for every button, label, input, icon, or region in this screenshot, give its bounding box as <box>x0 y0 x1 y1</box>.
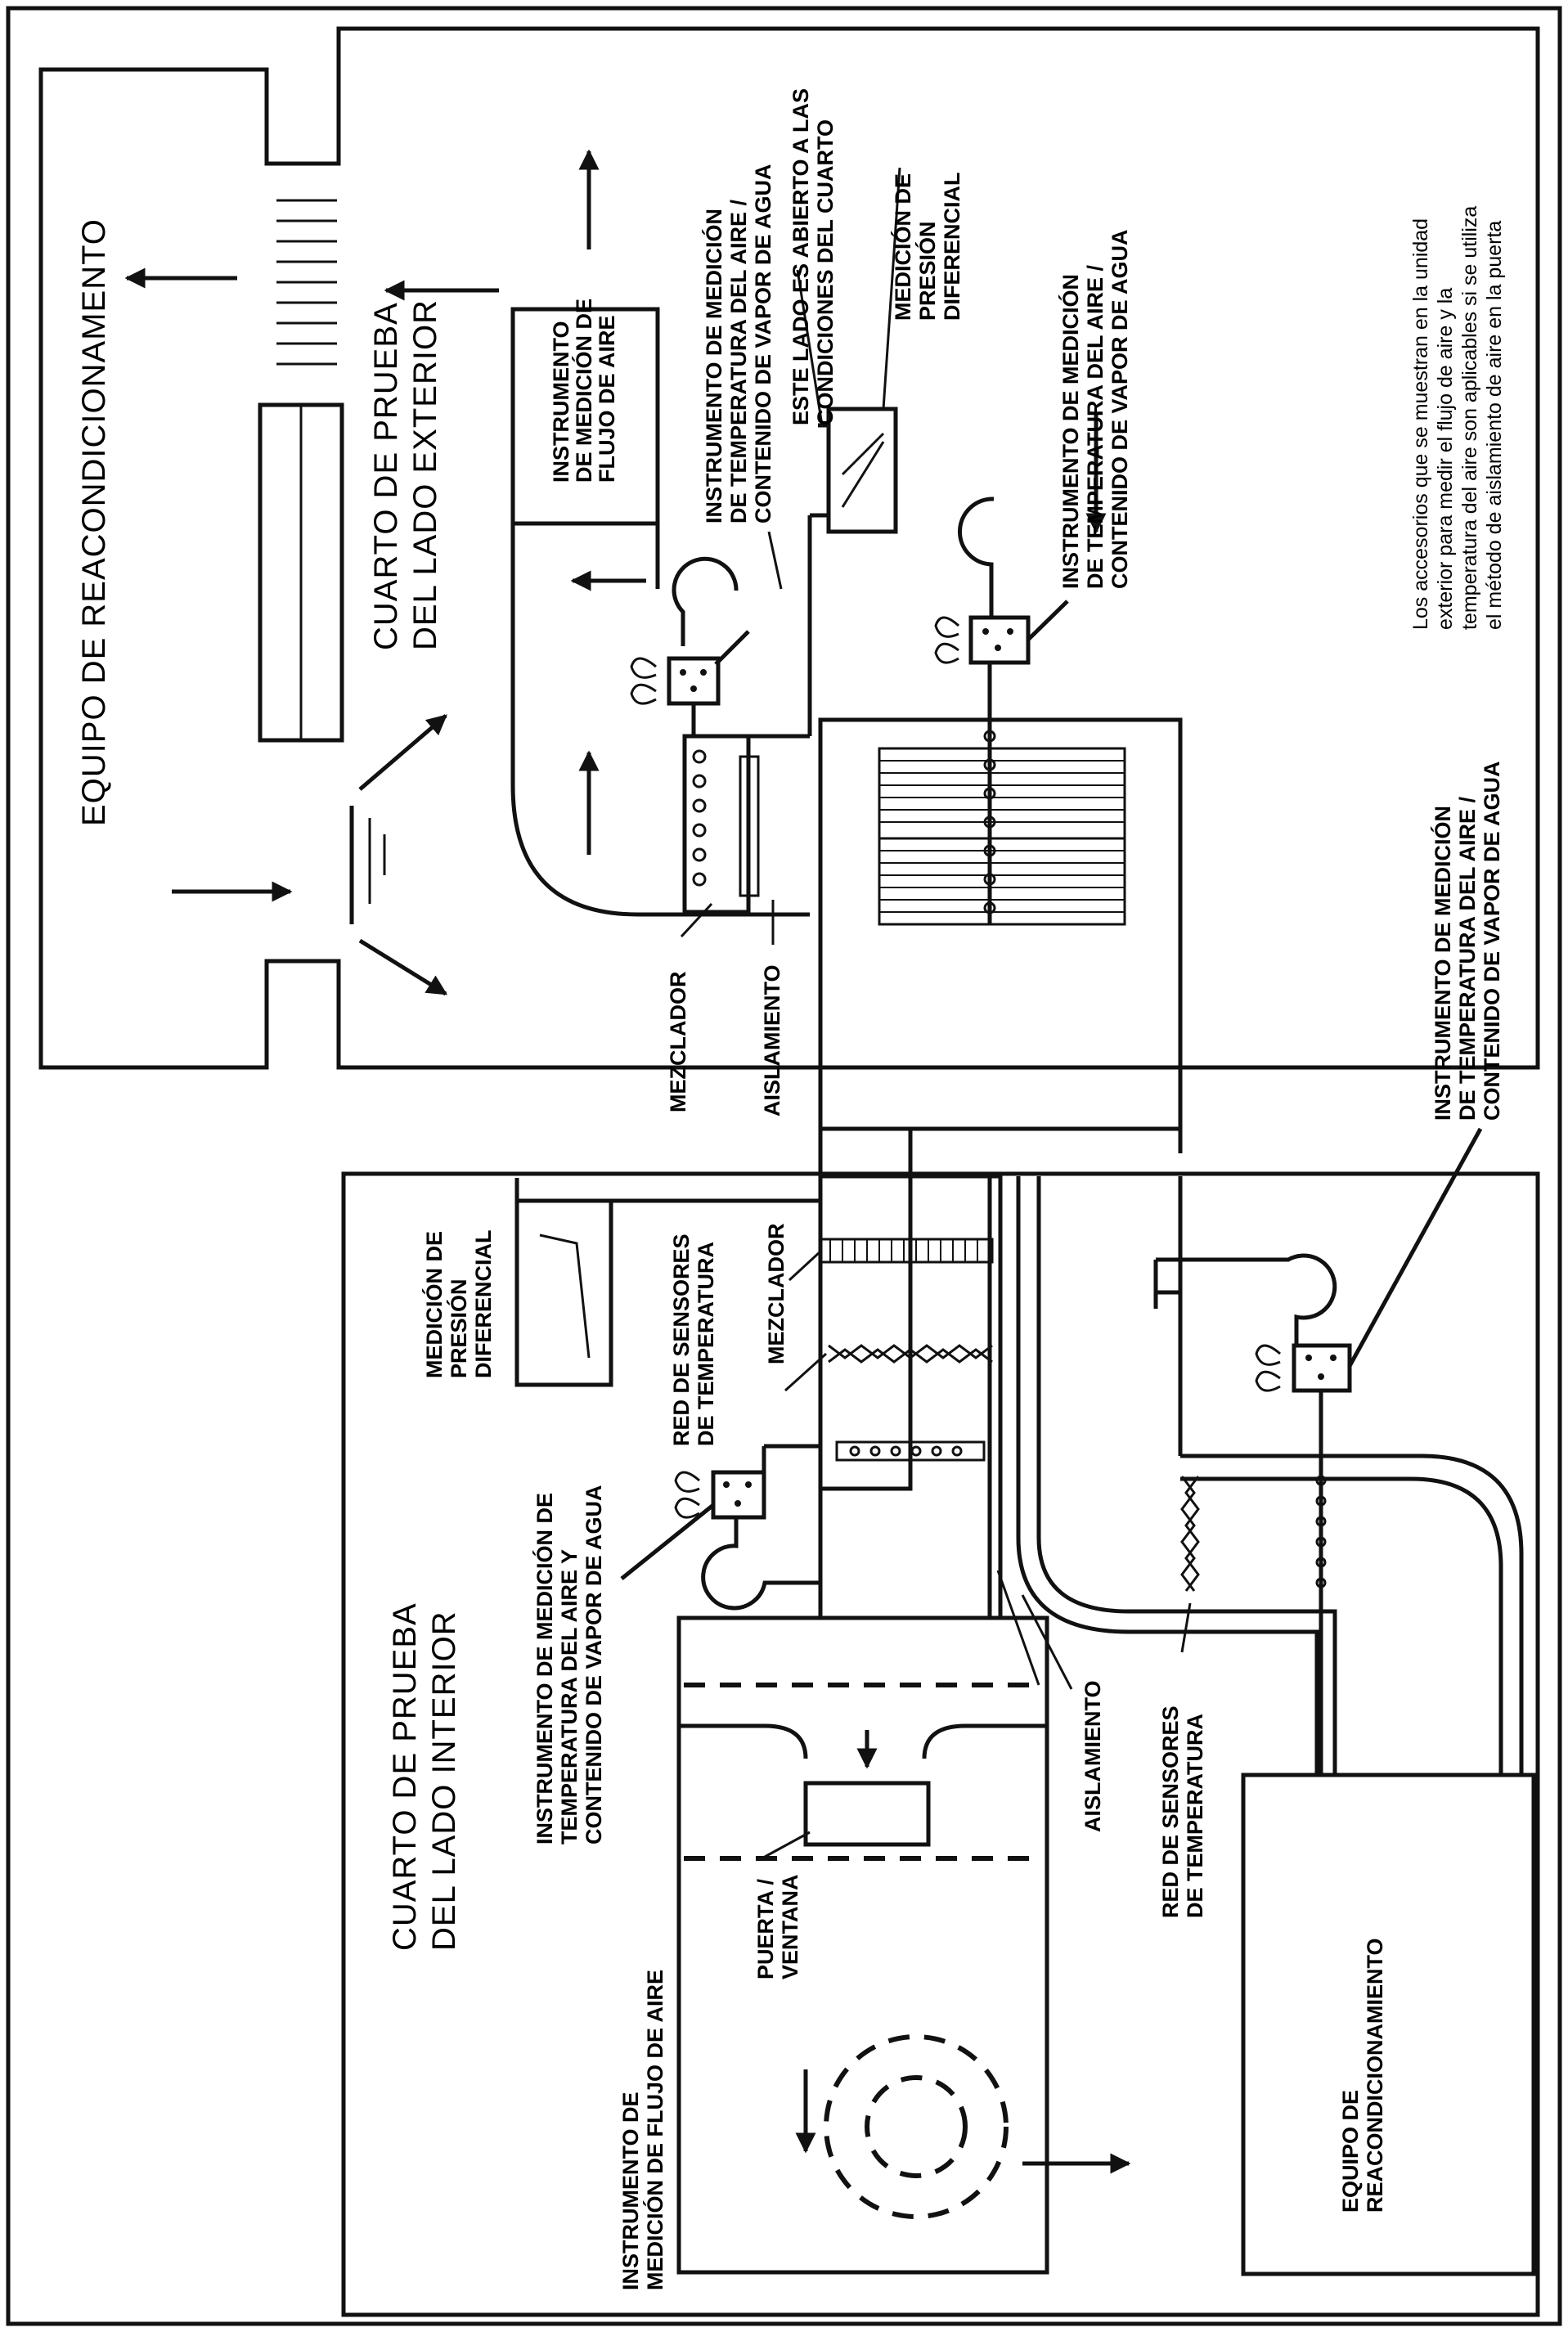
open-side-label: ESTE LADO ES ABIERTO A LAS CONDICIONES D… <box>788 82 838 425</box>
out-insulation-label: AISLAMIENTO <box>760 964 784 1117</box>
outdoor-sampling-duct <box>682 734 760 914</box>
reconditioning-coil <box>258 402 344 743</box>
outdoor-reconditioning-chamber <box>38 26 1540 1070</box>
outer-frame <box>6 6 1562 2326</box>
out-mixer-label: MEZCLADOR <box>666 972 690 1112</box>
louver-grille <box>276 199 337 366</box>
outdoor-unit <box>818 663 1183 1131</box>
door-window-label: PUERTA / VENTANA <box>753 1872 802 1979</box>
indoor-fan-assembly-right <box>1180 1127 1483 1775</box>
indoor-reconditioning-box <box>1241 1773 1536 2276</box>
indoor-room <box>341 1171 1540 2317</box>
indoor-diff-pressure-box <box>514 1178 820 1387</box>
in-airflow-instrument-label: INSTRUMENTO DE MEDICIÓN DE FLUJO DE AIRE <box>618 1970 667 2290</box>
outdoor-fan-assembly-left <box>630 556 750 736</box>
outdoor-reconditioning-label: EQUIPO DE REACONDICIONAMENTO <box>76 218 112 826</box>
out-diff-pressure-label: MEDICIÓN DE PRESIÓN DIFERENCIAL <box>890 167 964 321</box>
in-temp-instrument-left-label: INSTRUMENTO DE MEDICIÓN DE TEMPERATURA D… <box>532 1485 606 1844</box>
out-airflow-instrument-label: INSTRUMENTO DE MEDICIÓN DE FLUJO DE AIRE <box>549 292 619 483</box>
outdoor-fan-assembly-right <box>934 497 1069 665</box>
outdoor-diff-pressure-box <box>807 407 898 736</box>
indoor-unit <box>676 1615 1131 2275</box>
in-insulation-label: AISLAMIENTO <box>1081 1680 1105 1832</box>
in-mixer-label: MEZCLADOR <box>764 1224 788 1364</box>
out-temp-instrument-right-label: INSTRUMENTO DE MEDICIÓN DE TEMPERATURA D… <box>1058 229 1132 589</box>
out-temp-instrument-left-label: INSTRUMENTO DE MEDICIÓN DE TEMPERATURA D… <box>701 164 775 523</box>
accessory-note: Los accesorios que se muestran en la uni… <box>1409 200 1506 630</box>
indoor-reconditioning-label: EQUIPO DE REACONDICIONAMIENTO <box>1338 1938 1387 2213</box>
air-deflector <box>349 806 386 924</box>
indoor-return-ducts <box>1016 1176 1524 1775</box>
leader-lines <box>680 167 1192 1858</box>
in-sensor-grid-bottom-label: RED DE SENSORES DE TEMPERATURA <box>1158 1700 1207 1918</box>
indoor-temp-instrument-right-label: INSTRUMENTO DE MEDICIÓN DE TEMPERATURA D… <box>1430 761 1504 1121</box>
airflow-arrows-outdoor <box>124 149 1107 996</box>
indoor-fan-assembly-left <box>620 1444 820 1611</box>
in-sensor-grid-top-label: RED DE SENSORES DE TEMPERATURA <box>669 1228 718 1446</box>
in-diff-pressure-label: MEDICIÓN DE PRESIÓN DIFERENCIAL <box>421 1224 496 1378</box>
indoor-room-label: CUARTO DE PRUEBA DEL LADO INTERIOR <box>387 1594 462 1951</box>
outdoor-room-label: CUARTO DE PRUEBA DEL LADO EXTERIOR <box>368 294 443 650</box>
